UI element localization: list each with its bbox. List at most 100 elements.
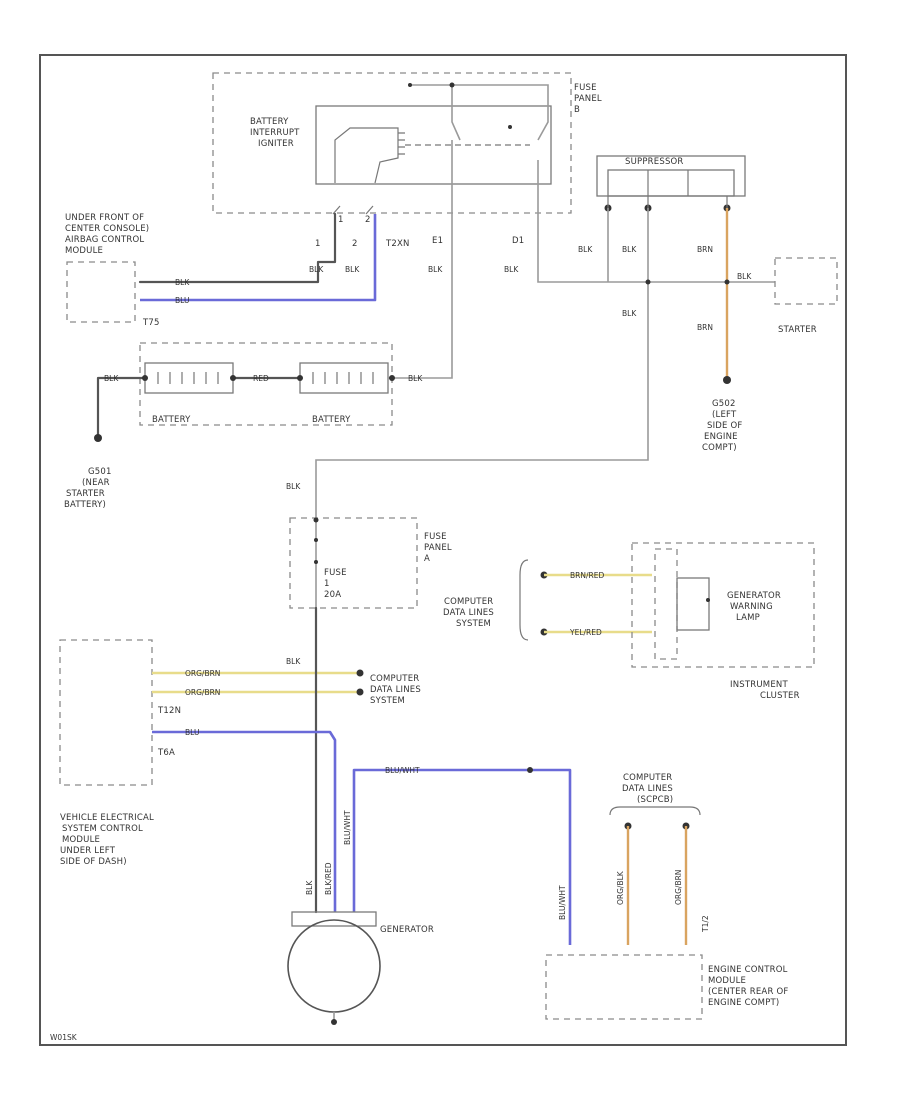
wire-label-gen-2: BLK/RED bbox=[324, 862, 333, 895]
diagram-code: W01SK bbox=[50, 1033, 78, 1042]
fuse-out-e1: E1 bbox=[432, 236, 443, 246]
wire-airbag-blu bbox=[140, 214, 377, 302]
fuse-switch-2 bbox=[537, 106, 549, 272]
fuse-panel-a-box bbox=[289, 517, 418, 609]
igniter-symbol bbox=[334, 127, 399, 184]
wire-blu-wht-ecm-generator bbox=[352, 768, 572, 945]
instrument-cluster-box bbox=[631, 542, 815, 668]
wire-label-batt-link: RED bbox=[253, 374, 269, 383]
warning-lamp-contact bbox=[706, 598, 710, 602]
igniter-pin-2: 2 bbox=[365, 215, 371, 225]
wire-label-blk-d1: BLK bbox=[504, 265, 519, 274]
airbag-pin-2: 2 bbox=[352, 239, 358, 249]
junction-blu-wht bbox=[527, 767, 533, 773]
ground-engine-terminal bbox=[723, 376, 731, 384]
fuse-low-contact bbox=[314, 560, 318, 564]
battery-interrupt-box bbox=[315, 105, 552, 185]
wire-label-blu-vescm: BLU bbox=[185, 728, 199, 737]
wire-battery-out bbox=[388, 272, 453, 379]
generator-group: GENERATOR bbox=[287, 911, 434, 1025]
vescm-connector-2-label: T6A bbox=[157, 748, 175, 758]
igniter-coil bbox=[398, 132, 405, 155]
fuse-contact-3 bbox=[408, 83, 412, 87]
wire-label-starter: BLK bbox=[737, 272, 752, 281]
battery-dashed-box bbox=[139, 342, 393, 426]
wire-battery-ground bbox=[96, 376, 147, 440]
fuse-switch-1 bbox=[451, 85, 461, 272]
fuse-out-d1: D1 bbox=[512, 236, 524, 246]
battery-2-post-neg bbox=[297, 375, 303, 381]
wire-label-airbag-blk: BLK bbox=[175, 278, 190, 287]
wire-label-blk-vertical: BLK bbox=[286, 482, 301, 491]
vescm-data-terminal-1 bbox=[356, 669, 364, 677]
wire-airbag-blk bbox=[138, 212, 337, 284]
suppressor-label: SUPPRESSOR bbox=[625, 157, 684, 167]
junction-suppressor bbox=[645, 279, 651, 285]
wire-label-brn-red: BRN/RED bbox=[570, 571, 604, 580]
fuse-top-contact bbox=[313, 517, 319, 523]
airbag-module-box bbox=[66, 261, 136, 323]
fuse-panel-bus bbox=[410, 84, 549, 106]
wire-label-supp-2: BLK bbox=[622, 245, 637, 254]
fuse-mid-contact bbox=[314, 538, 318, 542]
fuse-panel-b-box bbox=[212, 72, 572, 214]
fuse-contact-2 bbox=[508, 125, 512, 129]
battery-1-post-pos bbox=[230, 375, 236, 381]
wire-d1-to-starter bbox=[537, 272, 775, 283]
battery-1-label: BATTERY bbox=[152, 415, 191, 425]
wire-label-batt-ground: BLK bbox=[104, 374, 119, 383]
fuse-contact-1 bbox=[449, 82, 455, 88]
battery-2-cells bbox=[312, 372, 374, 384]
vescm-data-terminal-2 bbox=[356, 688, 364, 696]
wire-label-blu-red: BLU/WHT bbox=[385, 766, 420, 775]
ground-battery-terminal bbox=[94, 434, 102, 442]
wire-label-supp-down: BLK bbox=[622, 309, 637, 318]
junction-starter bbox=[724, 279, 730, 285]
airbag-pin-1: 1 bbox=[315, 239, 321, 249]
airbag-connector-label: T75 bbox=[142, 318, 160, 328]
vescm-box bbox=[59, 639, 153, 786]
igniter-connector bbox=[332, 205, 374, 215]
wire-label-batt-out: BLK bbox=[408, 374, 423, 383]
starter-box bbox=[774, 257, 838, 305]
wire-label-gen-1: BLK bbox=[305, 880, 314, 895]
suppressor-group: SUPPRESSOR bbox=[596, 155, 746, 212]
wire-label-ecm-3: ORG/BRN bbox=[674, 870, 683, 905]
wire-label-yel-red: YEL/RED bbox=[569, 628, 602, 637]
ecm-brace bbox=[609, 806, 701, 816]
generator-label: GENERATOR bbox=[380, 925, 434, 935]
suppressor-inner-box bbox=[607, 169, 735, 197]
battery-group: BATTERY BATTERY bbox=[139, 342, 393, 426]
wire-label-blk-e1: BLK bbox=[428, 265, 443, 274]
warning-lamp-symbol bbox=[676, 577, 710, 631]
wire-label-ecm-1: BLU/WHT bbox=[558, 885, 567, 920]
wire-label-airbag-blu: BLU bbox=[175, 296, 189, 305]
ecm-box bbox=[545, 954, 703, 1020]
wire-label-org-brn-2: ORG/BRN bbox=[185, 688, 220, 697]
generator-terminal-block bbox=[291, 911, 377, 927]
vescm-connector-1-label: T12N bbox=[157, 706, 181, 716]
igniter-connector-label: T2XN bbox=[385, 239, 410, 249]
wire-label-brn-ground: BRN bbox=[697, 323, 713, 332]
battery-1-cells bbox=[157, 372, 219, 384]
wire-blu-vescm-generator bbox=[152, 730, 337, 912]
igniter-pin-1: 1 bbox=[338, 215, 344, 225]
wire-label-gen-3: BLU/WHT bbox=[343, 810, 352, 845]
wire-label-blk-1: BLK bbox=[309, 265, 324, 274]
